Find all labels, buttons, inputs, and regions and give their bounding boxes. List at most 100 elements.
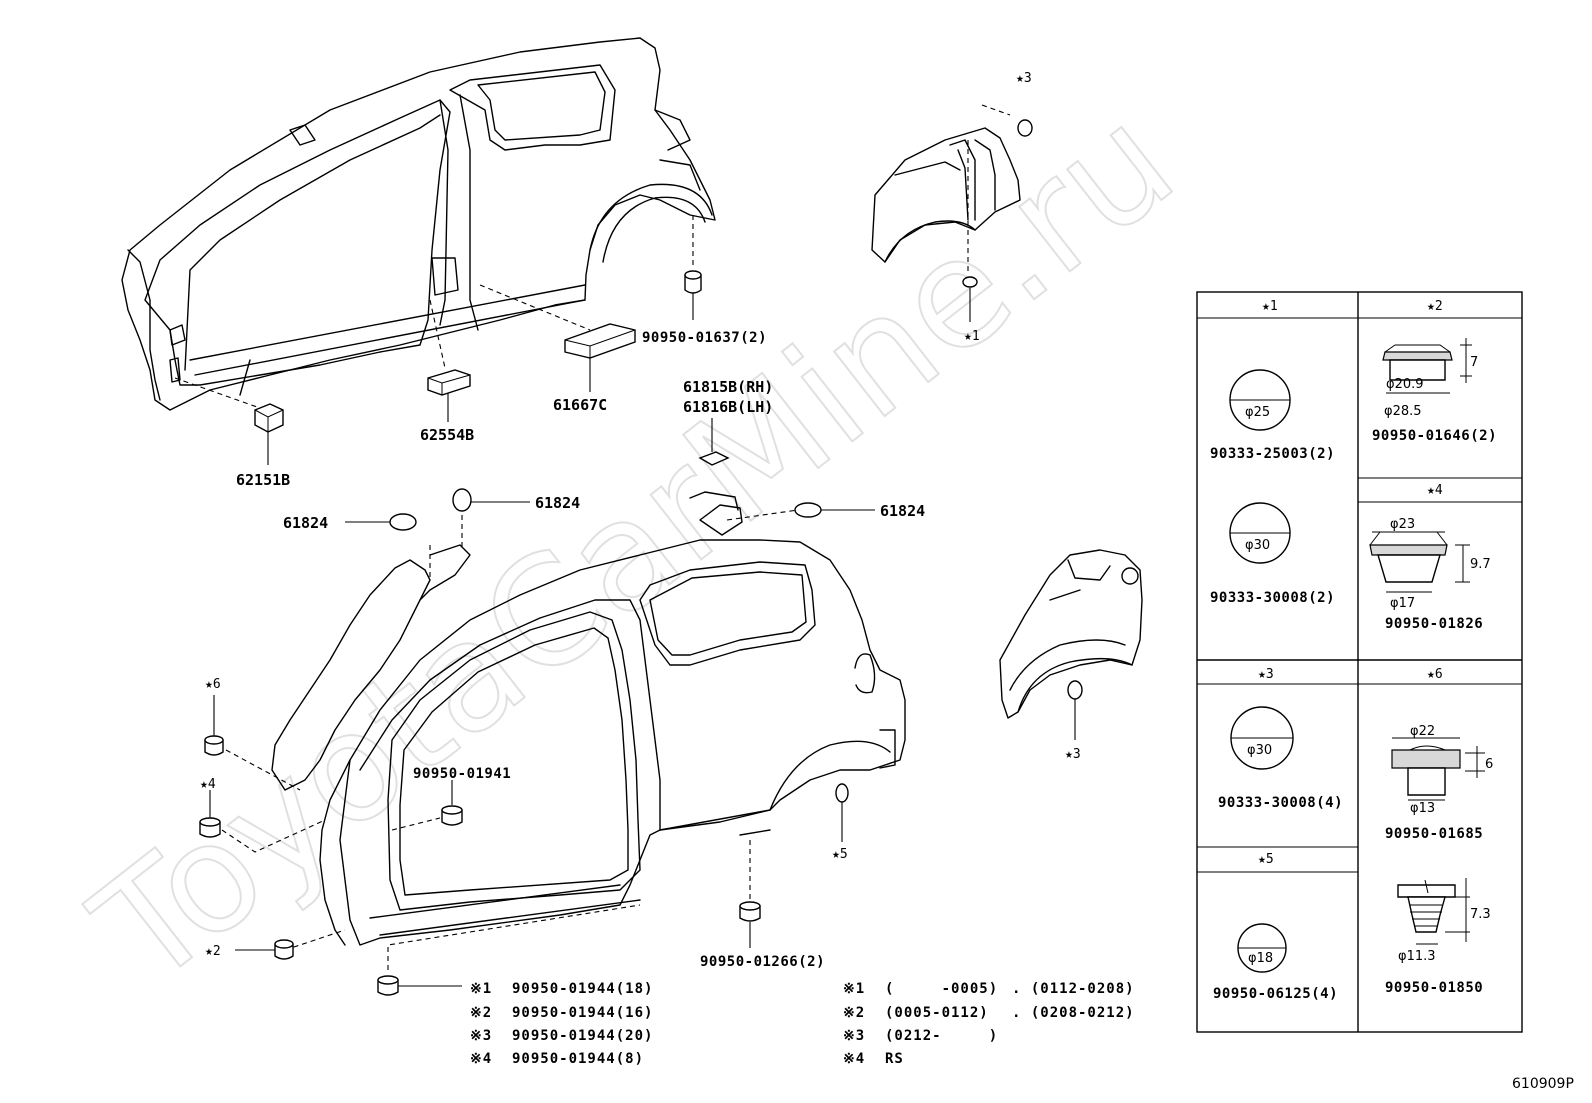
period-a-1: ( -0005) [885, 981, 998, 997]
clip-90950-01266 [739, 901, 761, 948]
period-a-2: (0005-0112) [885, 1005, 989, 1021]
legend-part-90950-01850: 90950-01850 [1385, 980, 1483, 996]
legend-part-90333-30008-2: 90333-30008(2) [1210, 590, 1335, 606]
legend-dim-phi25: φ25 [1245, 405, 1270, 420]
period-b-1: . (0112-0208) [1012, 981, 1135, 997]
legend-header-star1: ★1 [1262, 299, 1278, 314]
part-61815B-pad [698, 451, 730, 466]
period-a-3: (0212- ) [885, 1028, 998, 1044]
svg-text:※3(0212- ): ※3 (0212- ) [843, 1028, 998, 1044]
inner-wheelhouse-drawing [871, 127, 1021, 263]
qty-part-2: 90950-01944(16) [512, 1005, 653, 1021]
legend-grommet-01685 [1391, 737, 1485, 801]
period-mark-2: ※2 [843, 1005, 865, 1021]
svg-text:※2(0005-0112). (0208-0212): ※2 (0005-0112) . (0208-0212) [843, 1005, 1135, 1021]
legend-dim-phi20-9: φ20.9 [1386, 377, 1424, 392]
qty-part-4: 90950-01944(8) [512, 1051, 644, 1067]
period-b-2: . (0208-0212) [1012, 1005, 1135, 1021]
sheet-id: 610909P [1512, 1076, 1574, 1092]
label-62151B: 62151B [236, 471, 290, 489]
svg-text:※4RS: ※4RS [843, 1051, 904, 1067]
legend-table: ★1 ★2 ★4 ★3 ★6 ★5 φ25 90333-25003(2) φ30… [1196, 291, 1523, 1033]
clip-90950-01944 [377, 975, 462, 996]
clip-90950-01941 [441, 780, 463, 826]
seal-61824-left [389, 513, 417, 531]
star-3-top: ★3 [1016, 71, 1032, 86]
inner-side-panel-drawing [121, 37, 716, 411]
label-90950-01637: 90950-01637(2) [642, 330, 767, 346]
legend-dim-phi30-b: φ30 [1247, 743, 1272, 758]
legend-part-90950-01826: 90950-01826 [1385, 616, 1483, 632]
seal-61824-right [794, 502, 822, 518]
qty-mark-3: ※3 [470, 1028, 492, 1044]
label-61815B: 61815B(RH) [683, 378, 773, 396]
qty-mark-4: ※4 [470, 1051, 492, 1067]
legend-dim-7-3: 7.3 [1470, 907, 1491, 922]
legend-dim-phi17: φ17 [1390, 596, 1415, 611]
part-90950-01637-grommet [684, 270, 702, 320]
legend-part-90950-06125: 90950-06125(4) [1213, 986, 1338, 1002]
star-3-mid: ★3 [1065, 747, 1081, 762]
legend-header-star6: ★6 [1427, 667, 1443, 682]
label-90950-01941: 90950-01941 [413, 766, 511, 782]
qty-part-1: 90950-01944(18) [512, 981, 653, 997]
legend-dim-phi23: φ23 [1390, 517, 1415, 532]
part-62151B [254, 403, 284, 465]
star-2: ★2 [205, 944, 221, 959]
legend-dim-phi18: φ18 [1248, 951, 1273, 966]
hole-plug-star1-top [962, 276, 978, 288]
star-4: ★4 [200, 777, 216, 792]
quantity-notes: ※1 90950-01944(18) ※2 90950-01944(16) ※3 90… [470, 981, 653, 1067]
part-62554B [427, 369, 471, 422]
star-1-top: ★1 [964, 329, 980, 344]
hole-plug-star5 [835, 783, 849, 803]
legend-dim-phi28-5: φ28.5 [1384, 404, 1422, 419]
legend-header-star5: ★5 [1258, 852, 1274, 867]
legend-header-star2: ★2 [1427, 299, 1443, 314]
period-a-4: RS [885, 1051, 904, 1067]
legend-dim-phi22: φ22 [1410, 724, 1435, 739]
label-62554B: 62554B [420, 426, 474, 444]
label-61824-middle: 61824 [535, 494, 580, 512]
outer-wheelhouse-drawing [999, 549, 1143, 719]
qty-mark-1: ※1 [470, 981, 492, 997]
legend-dim-phi30-a: φ30 [1245, 538, 1270, 553]
legend-clip-01850 [1397, 878, 1470, 945]
legend-grommet-01646 [1382, 338, 1472, 394]
seal-61824-middle [452, 488, 472, 512]
svg-text:※1( -0005). (0112-0208): ※1 ( -0005) . (0112-0208) [843, 981, 1135, 997]
watermark: ToyotaCarMine.ru [64, 74, 1205, 1018]
legend-dim-6: 6 [1485, 757, 1493, 772]
legend-header-star4: ★4 [1427, 483, 1443, 498]
outer-side-panel-drawing [271, 491, 906, 946]
label-61816B: 61816B(LH) [683, 398, 773, 416]
label-90950-01266: 90950-01266(2) [700, 954, 825, 970]
period-mark-3: ※3 [843, 1028, 865, 1044]
legend-dim-phi11-3: φ11.3 [1398, 949, 1436, 964]
legend-dim-7: 7 [1470, 355, 1478, 370]
qty-mark-2: ※2 [470, 1005, 492, 1021]
part-61667C [564, 323, 636, 392]
legend-part-90333-25003: 90333-25003(2) [1210, 446, 1335, 462]
hole-plug-star3-mid [1067, 680, 1083, 700]
qty-part-3: 90950-01944(20) [512, 1028, 653, 1044]
legend-dim-9-7: 9.7 [1470, 557, 1491, 572]
legend-part-90950-01646: 90950-01646(2) [1372, 428, 1497, 444]
clip-star2 [235, 939, 294, 960]
legend-grommet-01826 [1369, 531, 1470, 593]
label-61824-right: 61824 [880, 502, 925, 520]
hole-plug-star3-top [1017, 119, 1033, 137]
legend-dim-phi13: φ13 [1410, 801, 1435, 816]
label-61667C: 61667C [553, 396, 607, 414]
clip-star6 [204, 695, 224, 756]
legend-header-star3: ★3 [1258, 667, 1274, 682]
period-mark-1: ※1 [843, 981, 865, 997]
label-61824-left: 61824 [283, 514, 328, 532]
clip-star4 [199, 790, 221, 838]
star-5: ★5 [832, 847, 848, 862]
